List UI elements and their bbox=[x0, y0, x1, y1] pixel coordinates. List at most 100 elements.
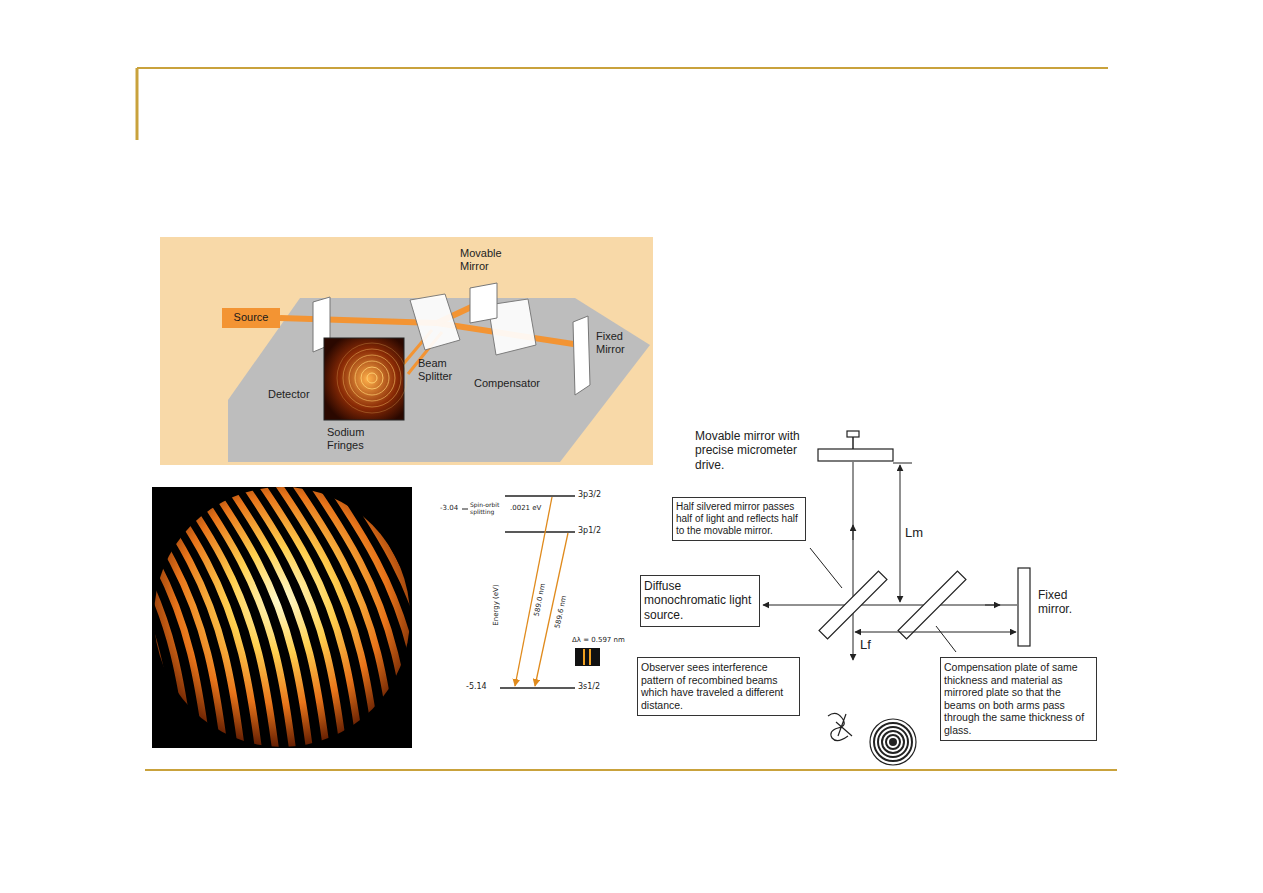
spectral-line bbox=[583, 649, 585, 665]
part-label: Movable Mirror bbox=[460, 247, 512, 273]
ring bbox=[367, 373, 377, 383]
level-name: 3p3/2 bbox=[578, 490, 601, 500]
wavelength-label: 589.6 nm bbox=[553, 595, 568, 630]
detector-rings bbox=[337, 343, 407, 413]
ring bbox=[878, 727, 908, 757]
energy-value: -5.14 bbox=[466, 682, 487, 692]
movable-mirror bbox=[818, 449, 893, 461]
ring bbox=[337, 343, 407, 413]
dimension-line bbox=[900, 465, 901, 602]
ring bbox=[882, 731, 904, 753]
micrometer-knob bbox=[847, 431, 859, 437]
ring-pattern bbox=[870, 719, 916, 765]
fringe-stripe bbox=[121, 478, 226, 760]
half-silvered-mirror bbox=[819, 571, 887, 639]
frame-top-line bbox=[137, 67, 1108, 69]
callout-box: Half silvered mirror passes half of ligh… bbox=[672, 497, 806, 541]
illustration-background bbox=[160, 237, 653, 465]
fringe-stripe bbox=[410, 478, 515, 760]
fringe-stripe bbox=[291, 478, 396, 760]
interferometer-illustration bbox=[160, 237, 653, 465]
direction-arrow bbox=[853, 525, 854, 540]
leader-line bbox=[936, 626, 956, 652]
fringe-stripe bbox=[308, 478, 413, 760]
fixed-mirror bbox=[1018, 568, 1030, 646]
frame-left-line bbox=[136, 68, 139, 140]
energy-value: -3.04 bbox=[440, 504, 458, 512]
fringe-stripe bbox=[87, 478, 192, 760]
ring bbox=[361, 367, 383, 389]
fringe-stripe bbox=[223, 478, 328, 760]
box-text: Half silvered mirror passes half of ligh… bbox=[676, 501, 802, 537]
fixed-mirror-plate bbox=[573, 316, 590, 395]
dimension-line bbox=[855, 632, 1016, 633]
energy-level-diagram bbox=[462, 496, 600, 688]
fringe-stripe bbox=[359, 478, 464, 760]
fringe-stripe bbox=[138, 478, 243, 760]
fringe-stripe bbox=[342, 478, 447, 760]
compensation-plate bbox=[898, 571, 966, 639]
callout-box: Observer sees interference pattern of re… bbox=[637, 657, 800, 716]
ring bbox=[890, 739, 896, 745]
micrometer-shaft bbox=[852, 437, 854, 449]
fringe-photo bbox=[70, 478, 532, 760]
callout-box: Compensation plate of same thickness and… bbox=[940, 657, 1097, 741]
fringe-stripe bbox=[393, 478, 498, 760]
fringe-stripe bbox=[206, 478, 311, 760]
fringe-stripe bbox=[274, 478, 379, 760]
axis-label: Energy (eV) bbox=[492, 584, 500, 625]
part-label: Fixed Mirror bbox=[596, 330, 640, 356]
source-box: Source bbox=[222, 308, 280, 328]
dimension-label: Lm bbox=[905, 525, 923, 541]
light-path bbox=[853, 462, 854, 660]
fringe-stripe bbox=[257, 478, 362, 760]
fringe-stripe bbox=[104, 478, 209, 760]
fringe-stripe bbox=[155, 478, 260, 760]
slide-frame bbox=[137, 68, 1117, 770]
fringe-stripes bbox=[70, 478, 532, 760]
part-label: Sodium Fringes bbox=[327, 426, 377, 452]
energy-level bbox=[500, 687, 575, 688]
ring bbox=[355, 361, 389, 395]
callout-box: Diffuse monochromatic light source. bbox=[640, 575, 760, 627]
doublet-spectrum bbox=[575, 648, 600, 666]
box-text: Diffuse monochromatic light source. bbox=[644, 579, 756, 622]
direction-arrow bbox=[985, 605, 1000, 606]
movable-mirror-plate bbox=[470, 283, 497, 323]
level-name: 3p1/2 bbox=[578, 526, 601, 536]
ring bbox=[886, 735, 900, 749]
annotation: Δλ = 0.597 nm bbox=[572, 636, 625, 644]
part-label: Detector bbox=[268, 388, 310, 401]
fringe-stripe bbox=[189, 478, 294, 760]
wavelength-label: 589.0 nm bbox=[533, 583, 548, 618]
glass-plate bbox=[819, 571, 887, 639]
energy-level bbox=[505, 531, 575, 532]
fringe-stripe bbox=[70, 478, 175, 760]
energy-value: .0021 eV bbox=[510, 504, 541, 512]
light-path bbox=[763, 605, 846, 606]
fringe-stripe bbox=[240, 478, 345, 760]
ring bbox=[349, 355, 395, 401]
box-text: Source bbox=[234, 311, 269, 324]
box-text: Compensation plate of same thickness and… bbox=[944, 661, 1093, 737]
observer-eye-sketch bbox=[828, 713, 852, 740]
transition-arrow bbox=[515, 497, 552, 686]
annotation: Spin-orbit splitting bbox=[470, 501, 510, 515]
energy-level bbox=[505, 495, 575, 496]
dash bbox=[462, 509, 468, 510]
ring bbox=[870, 719, 916, 765]
frame-bottom-line bbox=[145, 769, 1117, 771]
part-label: Beam Splitter bbox=[418, 357, 468, 383]
ring bbox=[874, 723, 912, 761]
level-name: 3s1/2 bbox=[578, 682, 600, 692]
box-text: Observer sees interference pattern of re… bbox=[641, 661, 796, 711]
dimension-label: Lf bbox=[860, 637, 871, 653]
leader-line bbox=[810, 548, 842, 588]
part-label: Fixed mirror. bbox=[1038, 588, 1100, 617]
beam bbox=[280, 318, 437, 323]
fringe-stripe bbox=[172, 478, 277, 760]
fringe-stripe bbox=[325, 478, 430, 760]
part-label: Compensator bbox=[474, 377, 540, 390]
